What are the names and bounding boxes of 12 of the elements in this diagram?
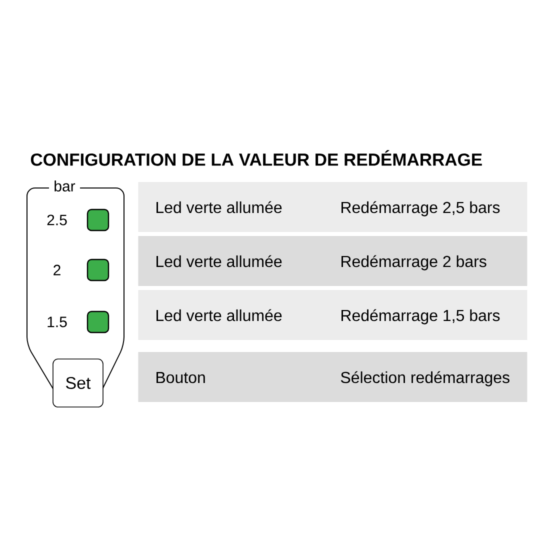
table-row: Led verte allumée Redémarrage 2 bars bbox=[138, 236, 528, 286]
table-row: Led verte allumée Redémarrage 2,5 bars bbox=[138, 182, 528, 232]
table-row: Led verte allumée Redémarrage 1,5 bars bbox=[138, 290, 528, 340]
set-button: Set bbox=[52, 358, 104, 408]
led-indicator bbox=[86, 208, 110, 232]
title: CONFIGURATION DE LA VALEUR DE REDÉMARRAGE bbox=[30, 150, 482, 166]
value-label: 1.5 bbox=[48, 316, 67, 328]
value-label: 2.5 bbox=[47, 214, 67, 226]
led-indicator bbox=[86, 258, 110, 282]
table-row: Bouton Sélection redémarrages bbox=[138, 352, 528, 402]
value-label: 2 bbox=[54, 264, 60, 276]
led-indicator bbox=[86, 310, 110, 334]
